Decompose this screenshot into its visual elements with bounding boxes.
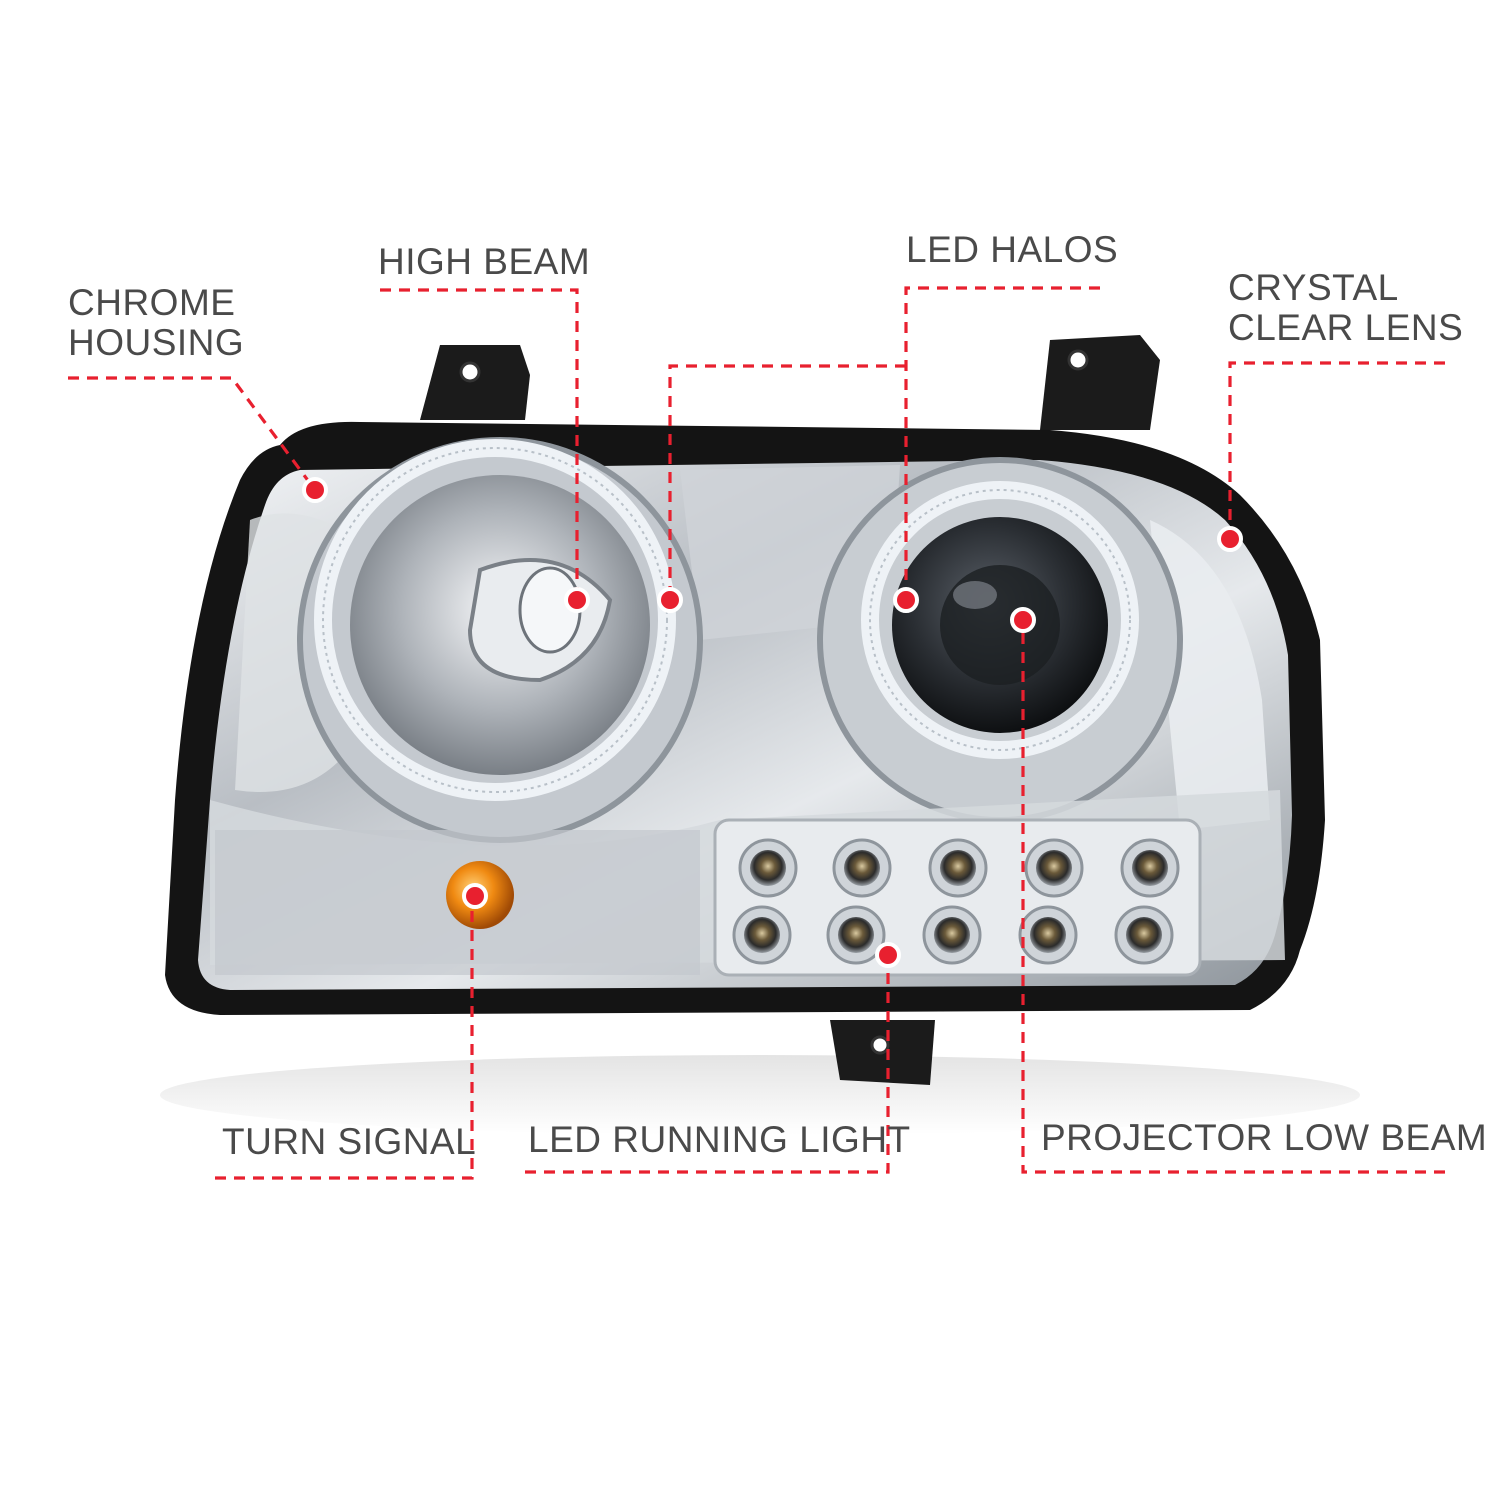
label-crystal-clear-lens: CRYSTAL CLEAR LENS bbox=[1228, 268, 1463, 348]
leader-high-beam bbox=[380, 288, 579, 598]
label-led-running-light: LED RUNNING LIGHT bbox=[528, 1119, 911, 1160]
dot-high-beam bbox=[564, 587, 590, 613]
label-chrome-housing-line1: CHROME bbox=[68, 282, 236, 323]
leader-led-running-light bbox=[525, 955, 890, 1174]
dot-turn-signal bbox=[462, 883, 488, 909]
dot-led-halo-right bbox=[893, 587, 919, 613]
led-bulb-9 bbox=[1030, 917, 1066, 953]
label-chrome-housing: CHROME HOUSING bbox=[68, 283, 244, 363]
dot-led-running-light bbox=[875, 942, 901, 968]
led-bulb-8 bbox=[934, 917, 970, 953]
led-bulb-10 bbox=[1126, 917, 1162, 953]
led-array bbox=[732, 838, 1180, 965]
leader-projector-low-beam bbox=[1021, 620, 1445, 1174]
label-crystal-clear-lens-line1: CRYSTAL bbox=[1228, 267, 1399, 308]
callout-leaders bbox=[68, 286, 1445, 1180]
led-bulb-1 bbox=[750, 850, 786, 886]
left-mounting-tab bbox=[420, 345, 530, 420]
label-led-halos: LED HALOS bbox=[906, 229, 1119, 270]
label-turn-signal: TURN SIGNAL bbox=[222, 1121, 477, 1162]
led-bulb-5 bbox=[1132, 850, 1168, 886]
dot-led-halo-left bbox=[657, 587, 683, 613]
led-bulb-3 bbox=[940, 850, 976, 886]
label-chrome-housing-line2: HOUSING bbox=[68, 322, 245, 363]
dot-chrome-housing bbox=[302, 477, 328, 503]
floor-shadow bbox=[160, 1055, 1360, 1135]
leader-crystal-clear-lens bbox=[1228, 361, 1445, 537]
callout-dots bbox=[302, 477, 1243, 968]
dot-projector-low-beam bbox=[1010, 607, 1036, 633]
right-mounting-tab bbox=[1040, 335, 1160, 430]
leader-turn-signal bbox=[215, 896, 474, 1180]
leader-led-halos bbox=[904, 286, 1100, 598]
label-crystal-clear-lens-line2: CLEAR LENS bbox=[1228, 307, 1464, 348]
label-projector-low-beam: PROJECTOR LOW BEAM bbox=[1041, 1117, 1488, 1158]
leader-led-halos-branch bbox=[668, 364, 906, 598]
led-bulb-2 bbox=[844, 850, 880, 886]
led-bulb-6 bbox=[744, 917, 780, 953]
dot-crystal-clear-lens bbox=[1217, 526, 1243, 552]
label-high-beam: HIGH BEAM bbox=[378, 241, 591, 282]
leader-chrome-housing bbox=[68, 376, 317, 491]
led-bulb-7 bbox=[838, 917, 874, 953]
led-bulb-4 bbox=[1036, 850, 1072, 886]
